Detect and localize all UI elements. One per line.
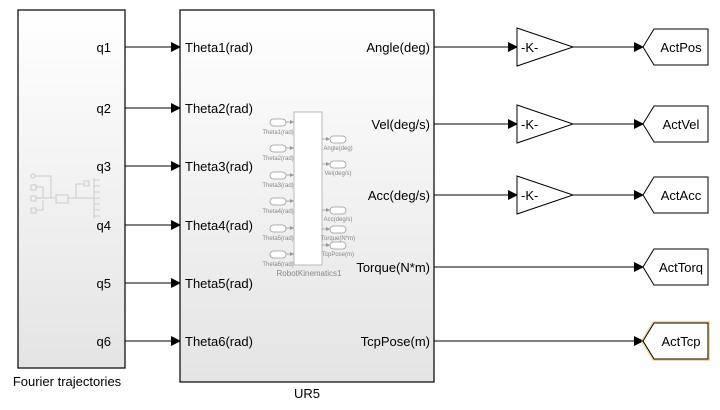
port-vel: Vel(deg/s) [371,117,430,132]
goto-label: ActTorq [659,260,703,275]
port-q2: q2 [97,101,111,116]
thumb-inport-label: Theta1(rad) [262,130,293,136]
ur5-thumbnail: RobotKinematics1 Theta1(rad) Theta2(rad)… [262,111,355,278]
gain-block-1[interactable]: -K- [516,27,575,67]
thumb-outport-label: Torque(N*m) [321,236,355,242]
fourier-trajectories-block[interactable]: q1 q2 q3 q4 q5 q6 [17,9,126,369]
output-signal-lines [434,42,644,346]
port-theta2: Theta2(rad) [185,101,253,116]
goto-actpos[interactable]: ActPos [642,28,709,66]
goto-acttcp-selected[interactable]: ActTcp [640,321,710,361]
port-tcppose: TcpPose(m) [361,334,430,349]
port-torque: Torque(N*m) [356,260,430,275]
gain-label: -K- [521,117,538,132]
goto-label: ActAcc [661,188,702,203]
goto-label: ActPos [660,40,702,55]
thumbnail-icon [30,173,100,218]
goto-actacc[interactable]: ActAcc [642,176,709,214]
thumb-inport-label: Theta3(rad) [262,183,293,189]
thumb-outport-label: Vel(deg/s) [324,171,351,177]
port-theta5: Theta5(rad) [185,276,253,291]
thumb-inport-label: Theta6(rad) [262,262,293,268]
port-q5: q5 [97,276,111,291]
thumb-inport-label: Theta5(rad) [262,236,293,242]
port-theta1: Theta1(rad) [185,40,253,55]
goto-acttorq[interactable]: ActTorq [642,248,709,286]
gain-label: -K- [521,40,538,55]
thumbnail-subsystem-label: RobotKinematics1 [277,269,342,278]
port-q1: q1 [97,40,111,55]
goto-actvel[interactable]: ActVel [642,105,709,143]
gain-label: -K- [521,188,538,203]
port-q6: q6 [97,334,111,349]
fourier-trajectories-label: Fourier trajectories [13,374,122,389]
ur5-block[interactable]: RobotKinematics1 Theta1(rad) Theta2(rad)… [179,9,435,383]
port-angle: Angle(deg) [366,40,430,55]
thumb-inport-label: Theta2(rad) [262,156,293,162]
goto-label: ActVel [663,117,700,132]
port-theta6: Theta6(rad) [185,334,253,349]
thumb-outport-label: Acc(deg/s) [324,217,353,223]
port-acc: Acc(deg/s) [368,188,430,203]
port-q4: q4 [97,218,111,233]
thumb-outport-label: Angle(deg) [323,146,352,152]
input-signal-lines [125,42,181,346]
goto-label: ActTcp [661,334,700,349]
gain-block-3[interactable]: -K- [516,175,575,215]
thumb-outport-label: TcpPose(m) [322,252,354,258]
ur5-label: UR5 [294,386,320,401]
thumb-inport-label: Theta4(rad) [262,209,293,215]
port-theta3: Theta3(rad) [185,159,253,174]
port-theta4: Theta4(rad) [185,218,253,233]
gain-block-2[interactable]: -K- [516,104,575,144]
port-q3: q3 [97,159,111,174]
